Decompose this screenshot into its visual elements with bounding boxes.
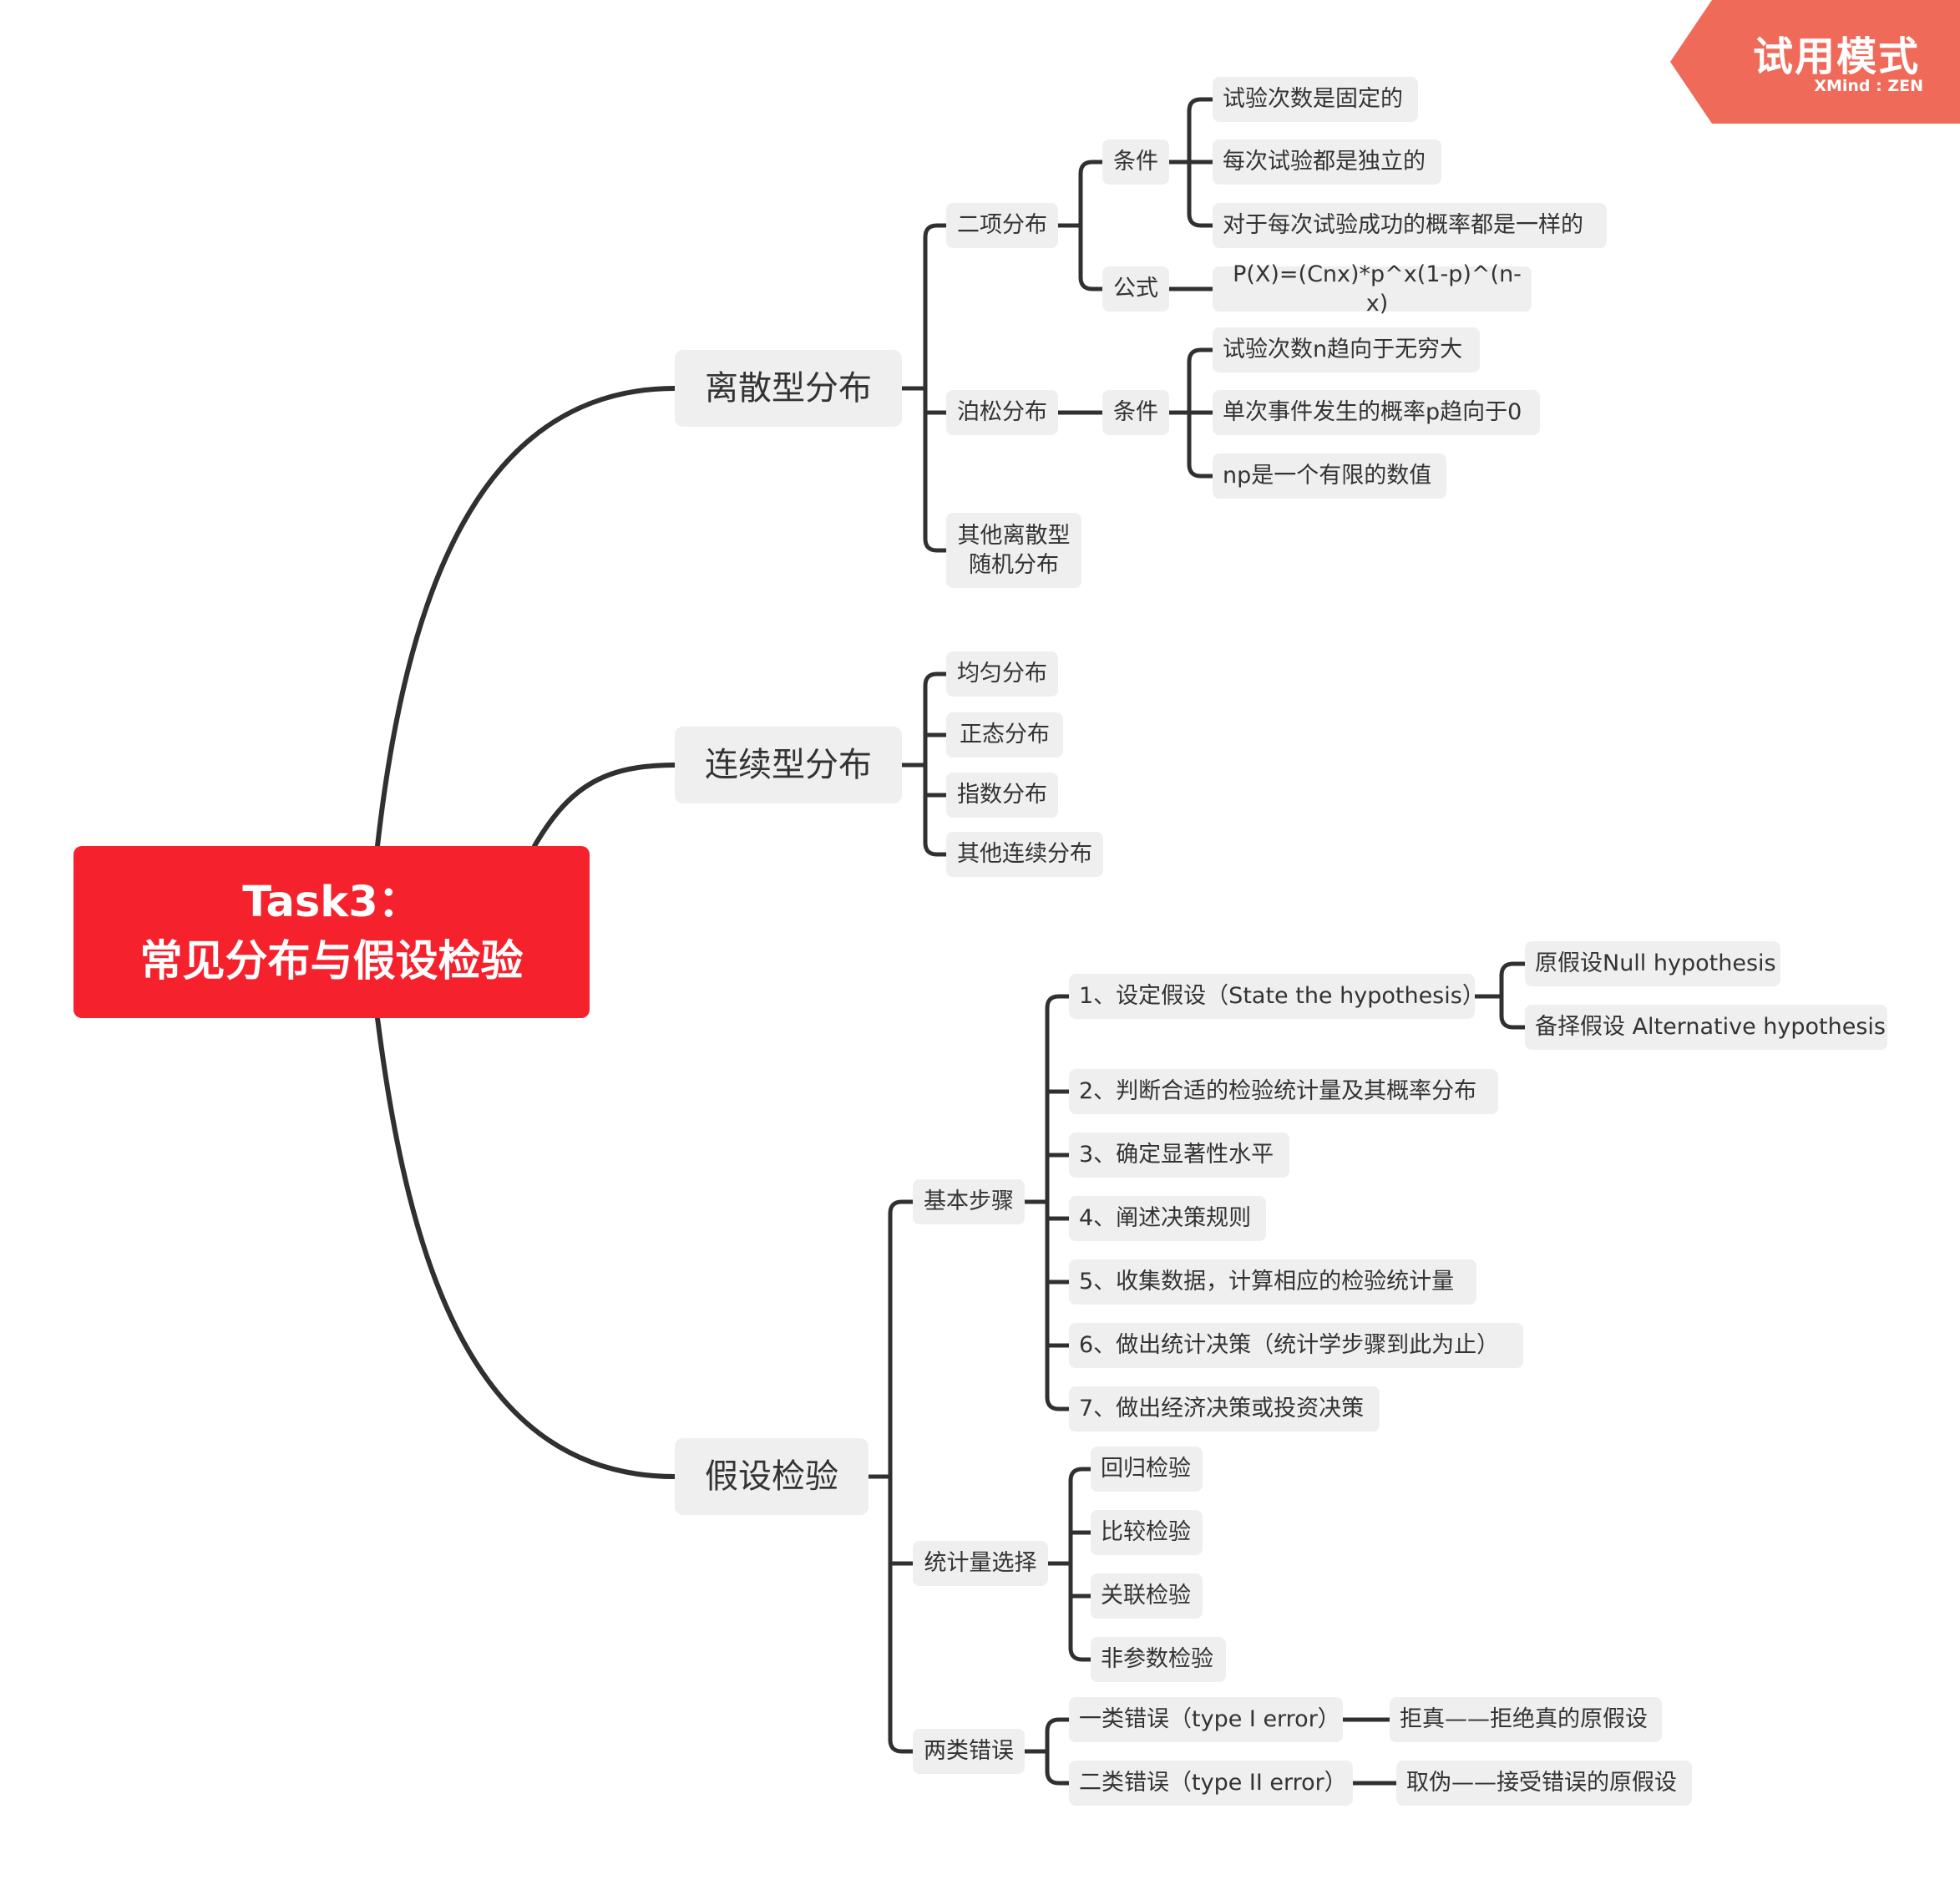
binomial-formula[interactable]: P(X)=(Cnx)*p^x(1-p)^(n-x) [1213,261,1532,317]
error-type-item[interactable]: 二类错误（type II error） [1069,1761,1353,1806]
topic-poisson-condition[interactable]: 条件 [1102,390,1169,435]
hypothesis-alternative[interactable]: 备择假设 Alternative hypothesis [1525,1005,1887,1050]
topic-binomial-condition[interactable]: 条件 [1102,139,1169,185]
connector-line [1187,347,1215,364]
connector-line [888,1199,915,1216]
stat-test-item[interactable]: 比较检验 [1091,1510,1203,1555]
error-description[interactable]: 拒真——拒绝真的原假设 [1390,1697,1662,1742]
connector-line [1045,1717,1071,1734]
stat-test-item[interactable]: 非参数检验 [1091,1637,1226,1682]
connector-line [923,840,949,857]
poisson-condition-item[interactable]: 试验次数n趋向于无穷大 [1213,327,1480,372]
binomial-condition-item[interactable]: 每次试验都是独立的 [1213,139,1441,185]
badge-title: 试用模式 [1752,33,1920,80]
central-topic-line2: 常见分布与假设检验 [139,937,524,986]
topic-hypothesis-testing[interactable]: 假设检验 [675,1438,869,1515]
connector-line [1068,1467,1093,1483]
connector-line [1187,462,1215,479]
binomial-condition-item[interactable]: 对于每次试验成功的概率都是一样的 [1213,203,1607,248]
step-item[interactable]: 7、做出经济决策或投资决策 [1069,1386,1380,1432]
continuous-item[interactable]: 正态分布 [946,712,1063,758]
continuous-item[interactable]: 指数分布 [946,773,1058,818]
step-item[interactable]: 1、设定假设（State the hypothesis） [1069,974,1485,1019]
continuous-item[interactable]: 均匀分布 [946,651,1058,697]
continuous-item[interactable]: 其他连续分布 [946,832,1103,877]
connector-line [923,223,949,240]
binomial-condition-item[interactable]: 试验次数是固定的 [1213,77,1418,122]
step-item[interactable]: 2、判断合适的检验统计量及其概率分布 [1069,1069,1498,1114]
connector-line [1078,275,1105,291]
connector-line [1045,994,1071,1011]
stat-test-item[interactable]: 回归检验 [1091,1447,1203,1492]
topic-binomial[interactable]: 二项分布 [946,203,1058,248]
connector-line [375,386,677,849]
topic-discrete-distribution[interactable]: 离散型分布 [675,350,902,427]
topic-continuous-distribution[interactable]: 连续型分布 [675,727,902,803]
central-topic[interactable]: Task3： 常见分布与假设检验 [73,846,590,1018]
topic-statistic-selection[interactable]: 统计量选择 [913,1541,1048,1586]
connector-line [1499,1013,1527,1030]
connector-line [888,1737,915,1754]
stat-test-item[interactable]: 关联检验 [1091,1573,1203,1619]
topic-basic-steps[interactable]: 基本步骤 [913,1179,1025,1224]
topic-other-discrete[interactable]: 其他离散型 随机分布 [946,513,1081,588]
connector-line [1187,211,1215,228]
topic-two-error-types[interactable]: 两类错误 [913,1729,1025,1774]
step-item[interactable]: 4、阐述决策规则 [1069,1196,1266,1241]
poisson-condition-item[interactable]: 单次事件发生的概率p趋向于0 [1213,390,1540,435]
poisson-condition-item[interactable]: np是一个有限的数值 [1213,454,1446,499]
badge-shape [1670,0,1960,124]
connector-line [375,1016,677,1479]
connector-line [1078,160,1105,176]
badge-subtitle: XMind : ZEN [1814,77,1923,95]
connector-line [923,671,949,688]
connector-line [1045,1769,1071,1786]
error-type-item[interactable]: 一类错误（type I error） [1069,1697,1343,1742]
connector-line [532,763,677,849]
central-topic-line1: Task3： [242,877,421,927]
step-item[interactable]: 5、收集数据，计算相应的检验统计量 [1069,1259,1476,1305]
trial-mode-badge[interactable]: 试用模式 XMind : ZEN [1670,0,1960,124]
step-item[interactable]: 3、确定显著性水平 [1069,1133,1289,1178]
connector-line [923,536,949,553]
connector-line [1187,97,1215,114]
step-item[interactable]: 6、做出统计决策（统计学步骤到此为止） [1069,1323,1523,1368]
connector-line [1045,1395,1071,1411]
hypothesis-null[interactable]: 原假设Null hypothesis [1525,941,1780,986]
connector-line [1068,1645,1093,1662]
topic-poisson[interactable]: 泊松分布 [946,390,1058,435]
topic-binomial-formula-label[interactable]: 公式 [1102,266,1169,312]
connector-line [1499,961,1527,978]
error-description[interactable]: 取伪——接受错误的原假设 [1396,1761,1692,1806]
